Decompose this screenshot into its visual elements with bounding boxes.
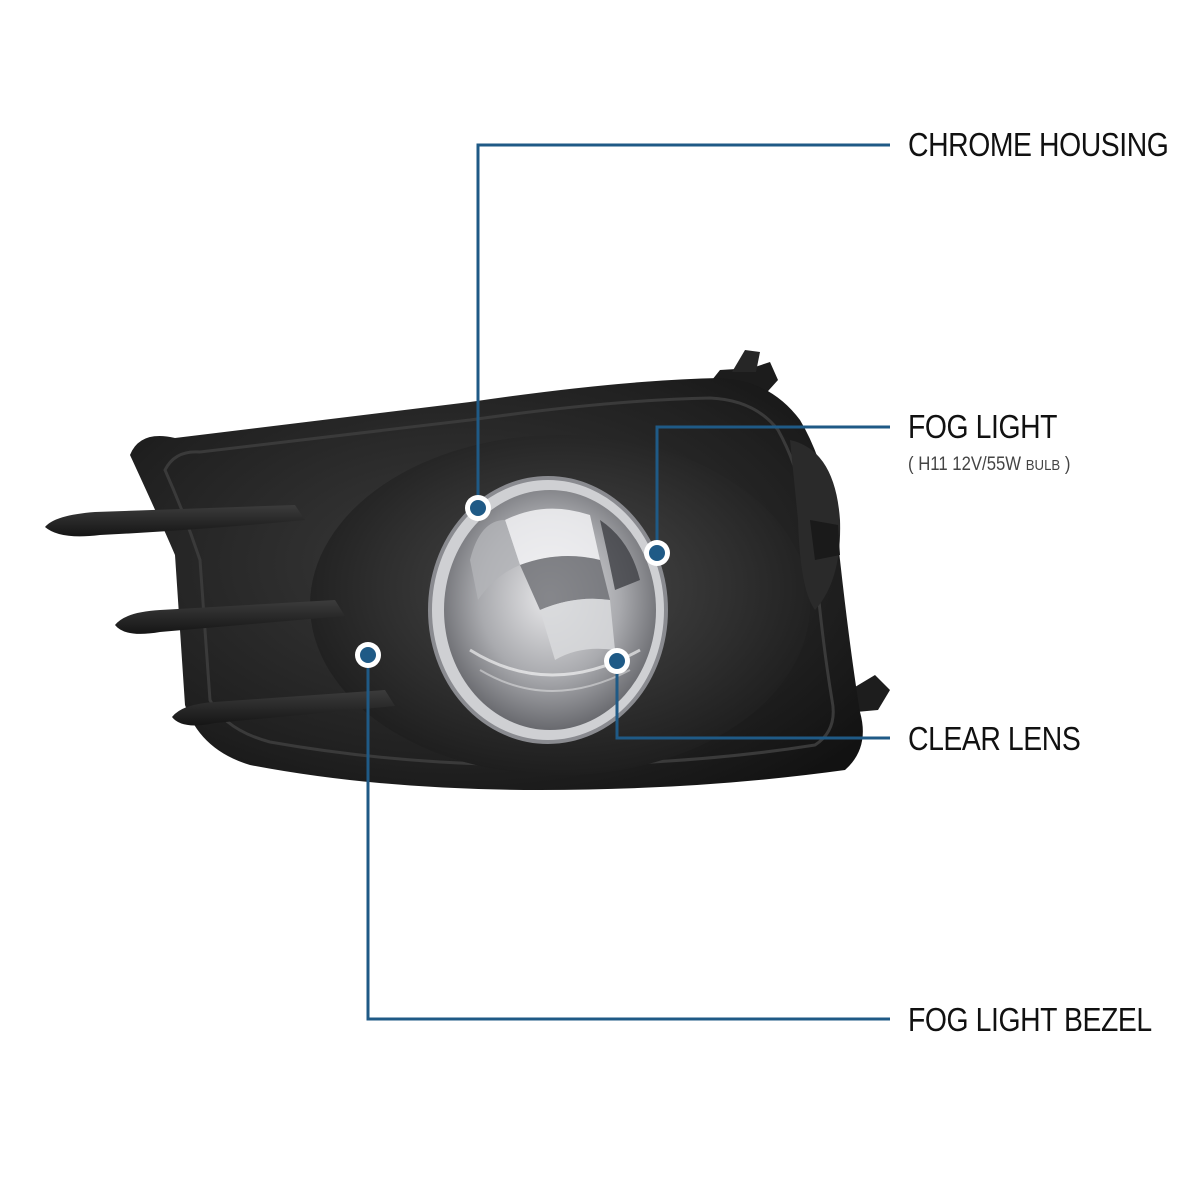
- label-clear-lens: CLEAR LENS: [908, 720, 1081, 757]
- callout-markers: [355, 495, 670, 674]
- label-fog-light-bezel: FOG LIGHT BEZEL: [908, 1001, 1152, 1038]
- label-chrome-housing: CHROME HOUSING: [908, 126, 1169, 163]
- callout-line-fog-light: [655, 425, 890, 553]
- chrome-reflector: [470, 508, 640, 660]
- marker-fog-light-bezel: [355, 642, 381, 668]
- label-fog-light-bulb-spec: ( H11 12V/55W BULB ): [908, 455, 1070, 474]
- bulb-spec-main: H11 12V/55W: [918, 454, 1022, 475]
- callout-line-fog-light-bezel: [366, 655, 890, 1021]
- label-fog-light: FOG LIGHT: [908, 408, 1058, 445]
- bulb-spec-open: (: [908, 454, 919, 475]
- bezel-fins: [45, 505, 395, 726]
- callout-lines: [366, 143, 890, 1021]
- bulb-spec-unit: BULB: [1025, 457, 1061, 474]
- marker-clear-lens: [604, 648, 630, 674]
- bulb-spec-close: ): [1060, 454, 1071, 475]
- marker-chrome-housing: [465, 495, 491, 521]
- callout-line-chrome-housing: [476, 143, 890, 508]
- marker-fog-light: [644, 540, 670, 566]
- mounting-clip-bottom: [850, 675, 890, 712]
- callout-line-clear-lens: [615, 661, 890, 740]
